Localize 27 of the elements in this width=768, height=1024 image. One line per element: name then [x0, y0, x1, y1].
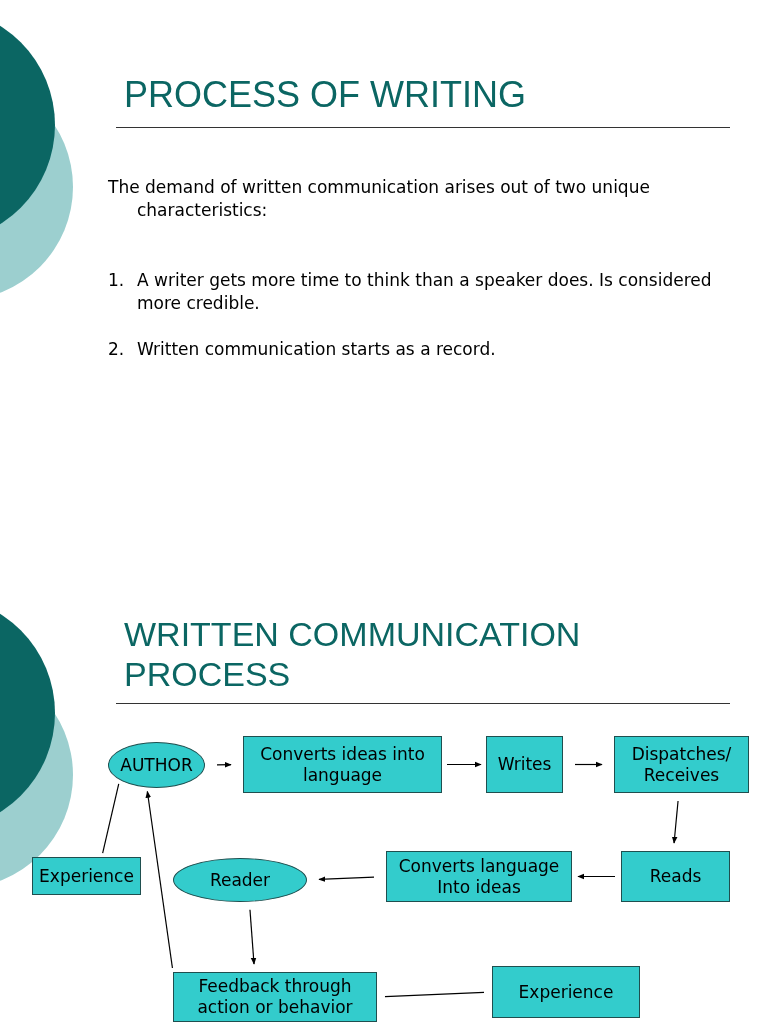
list-item-text: A writer gets more time to think than a speaker does. Is considered more credible. [137, 269, 713, 315]
process-box: Writes [486, 736, 563, 793]
process-box: Feedback through action or behavior [173, 972, 377, 1022]
arrow [216, 761, 232, 768]
process-box: Experience [32, 857, 141, 895]
arrow [249, 909, 257, 965]
process-box: Dispatches/ Receives [614, 736, 749, 793]
list-item-text: Written communication starts as a record. [137, 338, 497, 361]
ellipse-node: Reader [173, 858, 307, 902]
list-number: 1. [108, 269, 125, 292]
arrow [574, 761, 603, 768]
process-box: Experience [492, 966, 640, 1018]
slide-title: PROCESS OF WRITING [124, 73, 526, 117]
arrow [671, 800, 679, 844]
connector-line [102, 783, 120, 854]
paragraph: The demand of written communication arises out of two unique characteristics: [108, 176, 651, 222]
arrow [318, 876, 375, 882]
arrow [577, 873, 616, 880]
ellipse-node: AUTHOR [108, 742, 205, 788]
connector-line [384, 991, 485, 998]
arrow [145, 790, 174, 969]
process-box: Converts language Into ideas [386, 851, 572, 902]
list-number: 2. [108, 338, 125, 361]
process-box: Reads [621, 851, 730, 902]
process-box: Converts ideas into language [243, 736, 442, 793]
slide-title: WRITTEN COMMUNICATION PROCESS [124, 614, 582, 694]
arrow [446, 761, 482, 768]
